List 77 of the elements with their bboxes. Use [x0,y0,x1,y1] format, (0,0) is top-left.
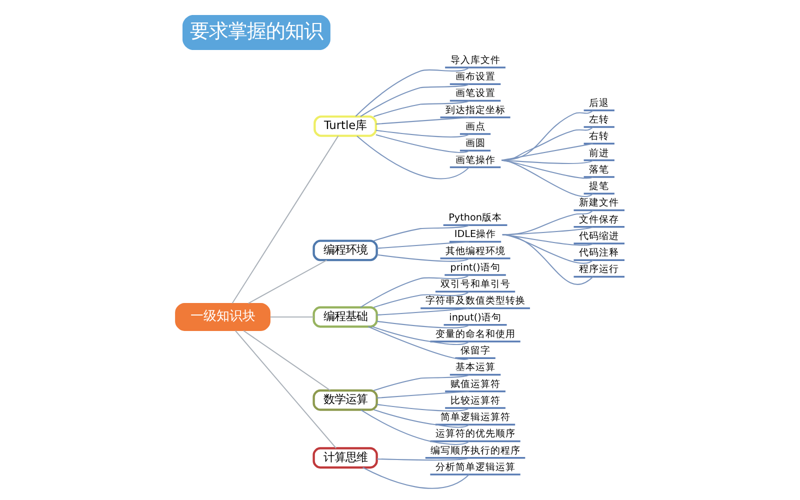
node-text: 代码注释 [579,248,620,259]
diagram-title: 要求掌握的知识 [190,19,323,42]
node-text: 程序运行 [579,264,620,276]
connector [232,136,339,304]
connector [376,404,470,412]
connector [360,274,470,308]
node-text: 编写顺序执行的程序 [430,445,520,456]
node-text: print()语句 [450,262,500,274]
connector [502,210,594,236]
node-text: 简单逻辑运算符 [440,412,510,424]
node-text: 前进 [589,148,610,159]
connector [362,467,470,489]
connector [360,409,470,445]
connector [356,136,470,180]
connector [372,326,470,345]
node-text: 左转 [589,114,610,126]
connector [502,126,594,161]
connector [501,143,594,161]
connector [376,390,470,398]
node-text: 代码缩进 [579,230,620,242]
node-box: Turtle库 [314,115,378,137]
node-text: 画笔设置 [455,88,496,100]
connector [502,110,594,161]
connector [374,291,470,308]
connector [376,134,470,153]
node-text: 后退 [589,98,610,109]
node-text: 画布设置 [455,72,496,83]
node-text: 到达指定坐标 [445,104,506,116]
connector [376,116,470,125]
node-text: 变量的命名和使用 [435,328,516,340]
node-text: 保留字 [460,346,490,357]
node-text: 分析简单逻辑运算 [435,462,516,473]
connector [376,254,470,262]
node-text: 双引号和单引号 [440,279,510,290]
connector [376,320,470,328]
connector [376,241,470,249]
node-text: Python版本 [448,212,502,224]
connector [235,330,336,448]
connector [502,234,594,264]
node-text: 画点 [465,122,486,132]
node-box: 编程基础 [312,306,378,328]
connector [368,326,470,360]
node-text: 基本运算 [455,362,496,374]
node-box: 计算思维 [312,447,378,469]
node-text: 文件保存 [579,214,620,226]
node-box: 编程环境 [312,240,378,262]
node-text: 比较运算符 [450,395,500,406]
connector [374,374,470,391]
node-text: 其他编程环境 [445,246,506,257]
node-text: 导入库文件 [450,54,500,66]
connector [374,100,470,118]
node-text: 右转 [589,131,610,142]
node-text: 提笔 [589,181,610,192]
connector [355,67,470,117]
connector [376,130,470,138]
connector [360,84,470,117]
node-text: 字符串及数值类型转换 [425,296,526,307]
connector [243,330,330,391]
connector [374,224,470,242]
node-text: IDLE操作 [454,229,496,240]
connector [374,409,470,428]
node-box: 一级知识块 [175,302,270,331]
node-text: input()语句 [449,312,502,324]
connector [501,160,594,197]
node-text: 新建文件 [579,198,620,209]
connector [502,226,594,236]
node-text: 画圆 [465,138,486,150]
connector [376,308,470,316]
node-text: 赋值运算符 [450,378,500,390]
node-text: 落笔 [589,164,610,176]
node-box: 数学运算 [312,389,378,411]
node-text: 画笔操作 [455,154,496,166]
connector [248,260,328,304]
connector [502,234,594,285]
connector [270,316,314,318]
connector [377,457,470,461]
node-text: 运算符的优先顺序 [435,428,516,440]
